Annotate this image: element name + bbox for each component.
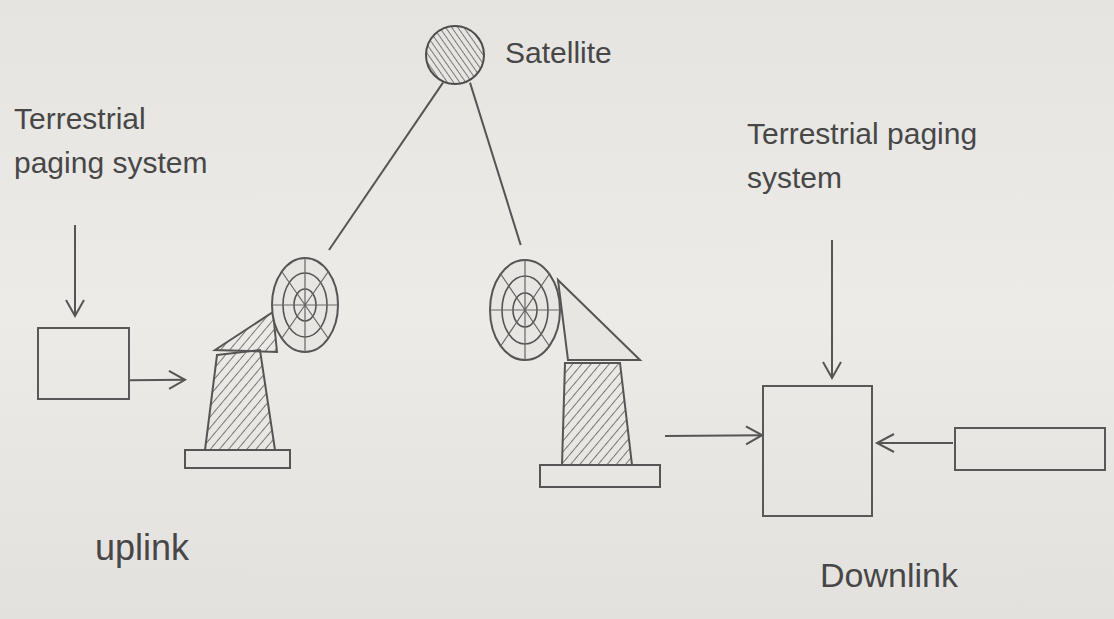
node-label: Satellite [505, 31, 612, 75]
uplink-antenna-shape [185, 250, 345, 470]
arrow-head [746, 426, 762, 444]
node-label: Terrestrial paging system [14, 97, 236, 184]
downlink-antenna: Downlink [480, 245, 665, 490]
uplink-antenna: uplink [185, 250, 345, 470]
connector-line [130, 379, 185, 381]
input-arrow [877, 434, 953, 452]
satellite: Satellite [425, 25, 485, 85]
connector-line [470, 83, 521, 245]
node-label: Terrestrial paging system [747, 112, 987, 199]
satellite-shape [425, 25, 485, 85]
paging-system-box: Terrestrial paging system [37, 327, 130, 400]
node-label: uplink [95, 522, 189, 574]
downlink-antenna-shape [480, 245, 665, 490]
node-label: Downlink [820, 551, 958, 600]
connector [329, 83, 443, 250]
paging-system-box: Terrestrial paging system [762, 385, 873, 517]
arrow-head [169, 371, 185, 389]
connector [470, 83, 521, 245]
connector-line [329, 83, 443, 250]
connector-line [665, 434, 762, 437]
leader-arrow [823, 240, 841, 378]
leader-arrow [66, 225, 84, 316]
connector [130, 371, 185, 389]
input-box [955, 428, 1105, 470]
connector [665, 426, 762, 444]
